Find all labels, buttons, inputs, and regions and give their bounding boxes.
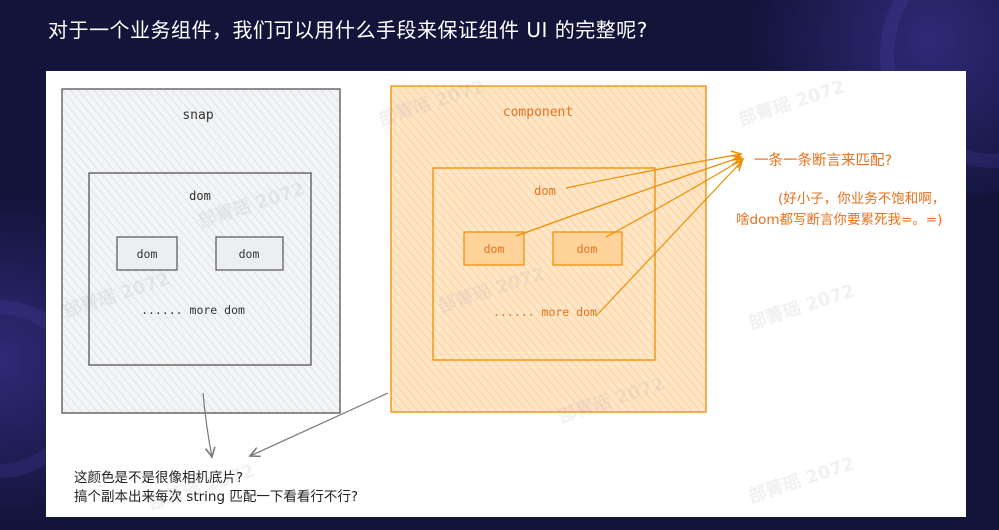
snap-child-left-label: dom	[137, 247, 158, 261]
component-box: component dom dom dom ...... more dom	[390, 85, 707, 413]
component-child-right-label: dom	[577, 242, 598, 256]
arrow-more-dom-to-note	[595, 161, 742, 317]
component-dom-label: dom	[534, 184, 556, 198]
snap-child-right-label: dom	[239, 247, 260, 261]
annotation-question: 一条一条断言来匹配?	[754, 153, 893, 169]
component-child-left-label: dom	[484, 242, 505, 256]
caption-line1: 这颜色是不是很像相机底片?	[74, 470, 244, 486]
arrow-snap-to-caption	[202, 392, 212, 457]
snap-box: snap dom dom dom ...... more dom	[61, 88, 341, 414]
slide-title: 对于一个业务组件，我们可以用什么手段来保证组件 UI 的完整呢?	[48, 18, 648, 42]
caption-arrows	[202, 392, 389, 457]
assertion-arrows	[515, 154, 743, 317]
annotation-comment-line2: 啥dom都写断言你要累死我=。=)	[736, 212, 943, 228]
diagram-canvas: snap dom dom dom ...... more dom compone…	[46, 71, 966, 517]
arrow-component-to-caption	[250, 392, 389, 456]
snap-more-dom: ...... more dom	[141, 303, 245, 317]
arrow-left-dom-to-note	[515, 157, 741, 237]
caption-line2: 搞个副本出来每次 string 匹配一下看看行不行?	[74, 489, 359, 505]
arrow-dom-to-note	[565, 154, 741, 189]
snap-dom-label: dom	[189, 189, 211, 203]
arrow-right-dom-to-note	[605, 159, 743, 238]
component-label: component	[503, 105, 573, 120]
sketch-diagram: snap dom dom dom ...... more dom compone…	[61, 85, 966, 517]
component-child-dom-right	[552, 231, 623, 266]
component-child-dom-left	[463, 231, 525, 266]
component-more-dom: ...... more dom	[493, 305, 597, 319]
snap-label: snap	[182, 108, 213, 123]
annotation-comment-line1: (好小子，你业务不饱和啊，	[778, 191, 946, 207]
snap-child-dom-left	[116, 236, 178, 271]
snap-child-dom-right	[215, 236, 284, 271]
